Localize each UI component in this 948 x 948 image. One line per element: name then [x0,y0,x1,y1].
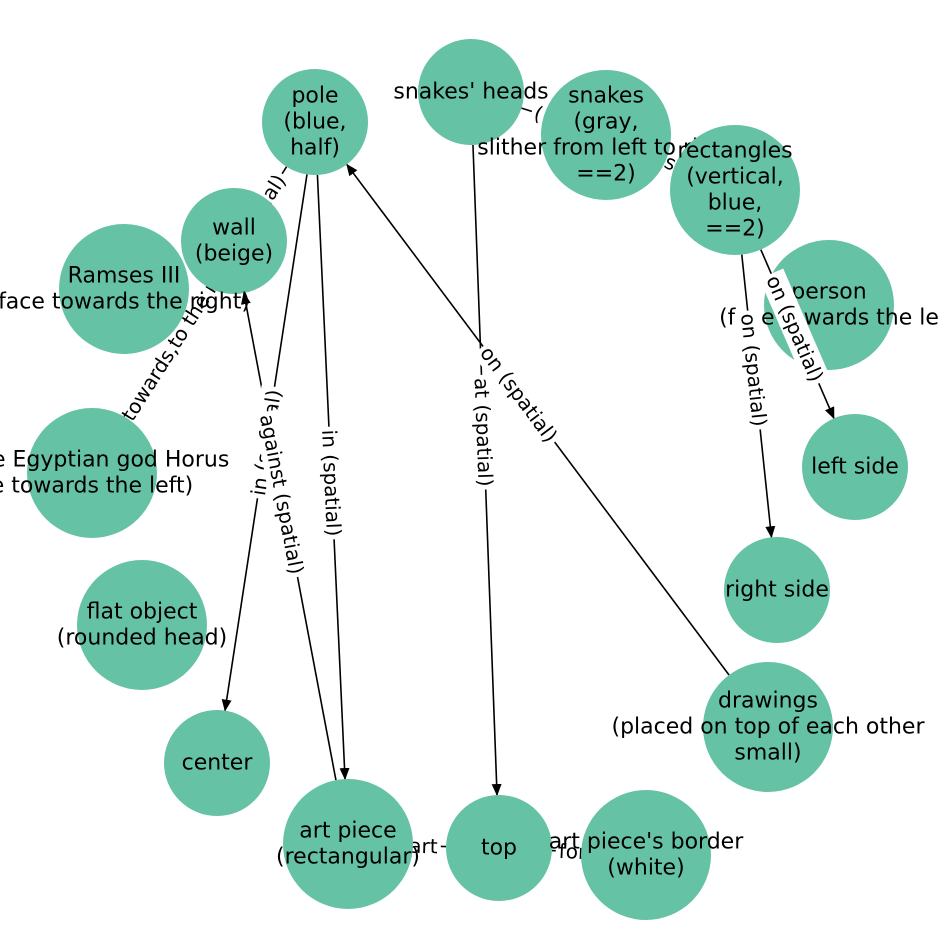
node-label-line: top [481,836,517,861]
edge-label-background [405,832,442,860]
edge-label-text: in (spatial) [317,429,346,537]
node-circle [670,125,800,255]
edge-labels-layer: in (spatial)in (spatial)against (spatial… [244,268,831,580]
node-rectangles: rectangles(vertical,blue,==2) [670,125,800,255]
node-art-piece: art piece(rectangular) [276,779,420,909]
node-label-line: (gray, [573,110,638,135]
node-circle [27,408,157,538]
node-wall: wall(beige) [181,188,287,294]
node-circle [77,560,207,690]
node-circle [446,795,552,901]
node-circle [181,188,287,294]
edge-label-background [468,374,499,490]
node-circle [164,710,270,816]
node-label-line: ==2) [576,162,635,187]
node-circle [802,414,908,520]
node-top: top [446,795,552,901]
node-label-line: art piece [299,819,396,844]
node-label-line: pole [291,84,338,109]
node-drawings: drawings(placed on top of each othersmal… [611,662,925,792]
node-label-line: ==2) [705,217,764,242]
node-label-line: drawings [718,689,818,714]
node-label-line: right side [725,578,829,603]
node-label-line: (beige) [195,242,273,267]
edge-label-pole-art: in (spatial) [315,426,348,540]
node-label-line: blue, [708,191,763,216]
edge-label-background [734,309,774,431]
edge-label-snakesheads-top: at (spatial) [468,374,499,490]
node-label-line: half) [290,136,340,161]
node-label-line: wall [212,216,256,241]
edge-label-background [759,268,831,389]
node-circle [262,69,368,175]
edge-label-text: art [409,834,438,859]
node-label-line: center [182,751,254,776]
node-pole: pole(blue,half) [262,69,368,175]
node-label-line: person [791,280,866,305]
edge-label-text: at (spatial) [470,377,498,486]
node-label-line: (placed on top of each other [611,715,925,740]
node-label-line: small) [734,741,801,766]
node-circle [724,537,830,643]
node-flat-object: flat object(rounded head) [57,560,227,690]
node-label-line: (vertical, [686,165,784,190]
node-snakes-heads: snakes' heads [393,39,549,145]
node-circle [581,790,711,920]
node-label-line: (blue, [283,110,346,135]
node-label-line: snakes' heads [393,80,548,105]
node-label-line: left side [811,455,899,480]
node-label-line: (white) [607,856,684,881]
node-label-line: f the Egyptian god Horus [0,448,229,473]
node-circle [59,224,189,354]
node-label-line: art piece's border [549,830,744,855]
node-label-line: snakes [568,84,644,109]
node-right-side: right side [724,537,830,643]
edge-label-background [472,338,566,450]
node-circle [541,70,671,200]
node-label-line: face towards the right) [0,290,250,315]
node-left-side: left side [802,414,908,520]
node-circle [418,39,524,145]
node-label-line: rectangles [677,139,792,164]
edge-label-art-top: art [405,832,442,860]
node-label-line: Ramses III [68,264,181,289]
node-circle [703,662,833,792]
edge-label-snakesheads-snakes: ( [527,99,550,128]
edge-label-background [253,409,311,580]
edge-label-background [315,426,348,540]
node-circle [283,779,413,909]
edge-label-background [527,99,550,128]
node-label-line: (rounded head) [57,626,227,651]
node-label-line: (rectangular) [276,845,420,870]
node-label-line: e towards the left) [0,474,193,499]
edge-label-background [657,147,684,178]
node-art-border: art piece's border(white) [549,790,744,920]
node-label-line: flat object [87,600,198,625]
node-center: center [164,710,270,816]
